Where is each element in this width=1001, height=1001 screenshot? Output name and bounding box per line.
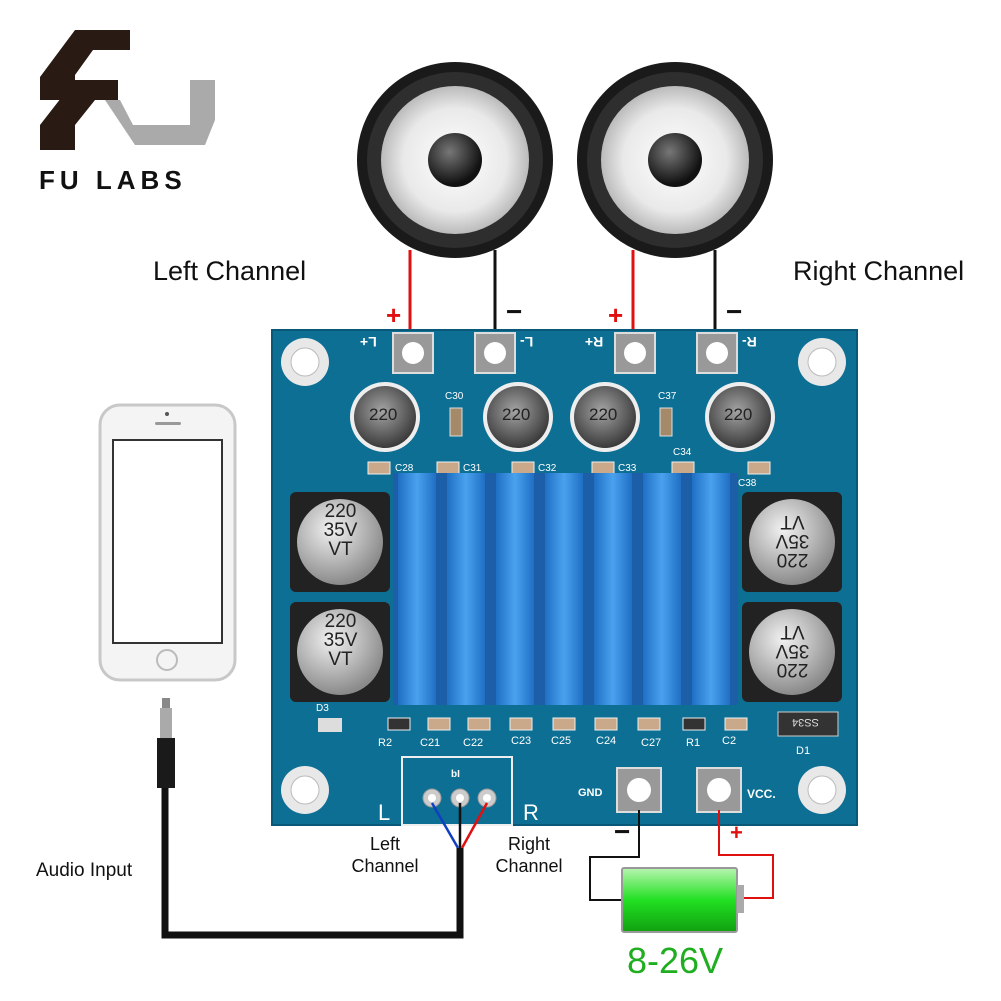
gnd-minus-sign: −: [614, 816, 631, 847]
mount-hole-bl: [281, 766, 329, 814]
silk-c28: C28: [395, 463, 414, 474]
diode-d1: [777, 711, 839, 737]
voltage-label: 8-26V: [627, 940, 724, 981]
silk-input-l: L: [378, 800, 391, 825]
audio-jack: [157, 698, 175, 788]
silk-rminus: R-: [742, 334, 757, 350]
right-minus-sign: −: [726, 296, 743, 327]
silk-c22: C22: [463, 737, 484, 749]
silk-c23: C23: [511, 735, 532, 747]
logo-text: FU LABS: [39, 165, 187, 195]
silk-gnd: GND: [578, 787, 603, 799]
heatsink: [393, 473, 738, 705]
silk-c33: C33: [618, 463, 637, 474]
silk-c21: C21: [420, 737, 441, 749]
input-header-outline: [401, 756, 513, 826]
led-d3: [318, 718, 342, 732]
mount-hole-tr: [798, 338, 846, 386]
left-minus-sign: −: [506, 296, 523, 327]
vcc-plus-sign: +: [730, 820, 743, 845]
silk-r1: R1: [686, 737, 701, 749]
silk-c25: C25: [551, 735, 572, 747]
silk-lminus: L-: [520, 334, 534, 350]
inductor-4-label: 220: [724, 405, 753, 424]
silk-header: bI: [451, 769, 460, 780]
inductors: [350, 382, 775, 452]
left-plus-sign: +: [386, 300, 402, 330]
silk-c27: C27: [641, 737, 662, 749]
silk-d3: D3: [316, 703, 329, 714]
silk-c2: C2: [722, 735, 737, 747]
audio-cable: [161, 710, 464, 939]
silk-c24: C24: [596, 735, 617, 747]
inductor-1-label: 220: [369, 405, 398, 424]
vcc-terminal: [696, 767, 742, 813]
inductor-2-label: 220: [502, 405, 531, 424]
smartphone: [98, 403, 237, 682]
silk-c34: C34: [673, 447, 692, 458]
silk-rplus: R+: [585, 334, 604, 350]
electrolytic-caps: [290, 492, 842, 702]
left-speaker: [357, 62, 553, 258]
mount-hole-br: [798, 766, 846, 814]
smd-bottom-row: [387, 717, 748, 731]
silk-c38: C38: [738, 478, 757, 489]
silk-c37: C37: [658, 391, 677, 402]
silk-c32: C32: [538, 463, 557, 474]
silk-d1: D1: [796, 745, 811, 757]
right-plus-sign: +: [608, 300, 624, 330]
silk-input-r: R: [523, 800, 539, 825]
audio-input-label: Audio Input: [36, 860, 133, 881]
silk-vcc: VCC.: [747, 787, 776, 801]
inductor-3-label: 220: [589, 405, 618, 424]
diode-code: SS34: [792, 716, 819, 728]
silk-c30: C30: [445, 391, 464, 402]
terminal-pads: [392, 332, 738, 374]
left-channel-label: Left Channel: [153, 256, 307, 286]
silk-lplus: L+: [360, 334, 377, 350]
mount-hole-tl: [281, 338, 329, 386]
smd-cap-row: [367, 461, 771, 475]
silk-c31: C31: [463, 463, 482, 474]
battery: [621, 867, 744, 933]
right-speaker: [577, 62, 773, 258]
silk-r2: R2: [378, 737, 393, 749]
fu-labs-logo: FU LABS: [35, 25, 225, 195]
logo-mark-icon: [40, 30, 215, 150]
right-channel-label: Right Channel: [793, 256, 965, 286]
